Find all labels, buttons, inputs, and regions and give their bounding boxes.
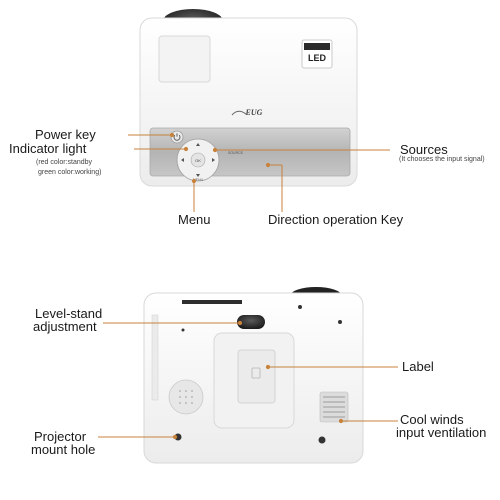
label-cool-winds-1: Cool winds <box>400 412 464 427</box>
level-stand-knob[interactable] <box>237 315 265 329</box>
label-cool-winds-2: input ventilation <box>396 425 487 440</box>
vent-slots <box>323 396 345 418</box>
source-button-text[interactable]: SOURCE <box>228 151 244 155</box>
power-button[interactable] <box>170 130 184 144</box>
label-indicator-note-2: green color:working) <box>38 169 102 176</box>
label-indicator-light: Indicator light <box>9 141 87 156</box>
brand-swoosh <box>231 110 247 116</box>
left-vent-strip <box>151 314 159 401</box>
arrow-up-icon[interactable] <box>196 143 200 146</box>
arrow-down-icon[interactable] <box>196 174 200 177</box>
speaker-holes <box>179 390 193 404</box>
label-menu: Menu <box>178 212 211 227</box>
label-label: Label <box>402 359 434 374</box>
menu-button-text[interactable]: MENU <box>193 178 204 182</box>
top-leader-lines <box>128 132 390 212</box>
label-sources: Sources <box>400 142 448 157</box>
label-mount-hole-2: mount hole <box>31 442 96 457</box>
label-level-stand-2: adjustment <box>33 319 97 334</box>
label-direction-key: Direction operation Key <box>268 212 404 227</box>
bottom-vent-strip <box>182 300 242 304</box>
label-power-key: Power key <box>35 127 96 142</box>
ok-button[interactable]: OK <box>195 158 201 163</box>
arrow-left-icon[interactable] <box>181 158 184 162</box>
label-indicator-note-1: (red color:standby <box>36 159 93 166</box>
direction-pad[interactable]: OK <box>176 138 220 182</box>
top-hatch <box>158 35 211 83</box>
led-badge-strip <box>304 43 330 50</box>
led-badge-text: LED <box>308 53 327 63</box>
projector-bottom-view <box>98 287 398 464</box>
label-plate <box>237 349 276 404</box>
label-icon <box>251 367 261 379</box>
power-icon <box>173 134 181 141</box>
bottom-leader-lines <box>98 320 398 440</box>
label-mount-hole-1: Projector <box>34 429 87 444</box>
label-level-stand-1: Level-stand <box>35 306 103 321</box>
arrow-right-icon[interactable] <box>212 158 215 162</box>
label-sources-note: (It chooses the input signal) <box>399 156 485 163</box>
mount-screws <box>174 305 342 444</box>
projector-top-view: LED EUG OK MENU SOURCE <box>128 9 390 212</box>
brand-logo: EUG <box>245 108 263 117</box>
